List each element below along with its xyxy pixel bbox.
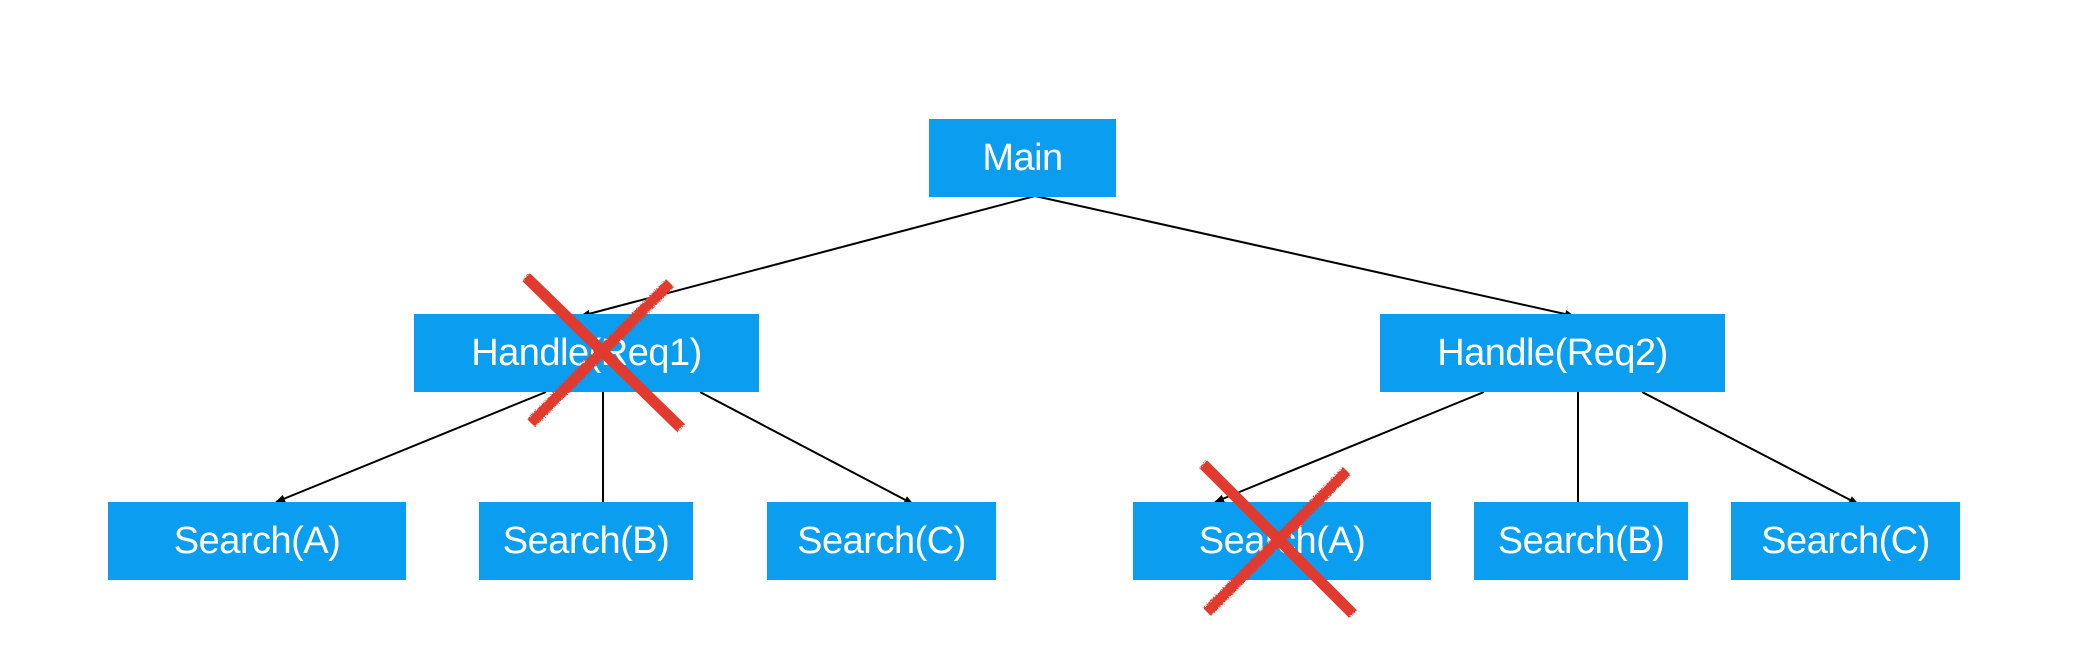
req2-search-c-node-label: Search(C) [1761,519,1930,562]
req2-search-b-node: Search(B) [1474,502,1688,580]
edge-main-to-handle-req2 [1034,195,1575,318]
req1-search-c-node: Search(C) [767,502,996,580]
handle-req1-node: Handle(Req1) [414,314,759,392]
req1-search-b-node-label: Search(B) [502,519,670,562]
req2-search-a-node-label: Search(A) [1198,519,1366,562]
req1-search-b-node: Search(B) [479,502,693,580]
req1-search-a-node: Search(A) [108,502,406,580]
req2-search-b-node-label: Search(B) [1497,519,1665,562]
edge-handle-req1-to-search-a [275,391,547,503]
edge-main-to-handle-req1 [580,195,1036,318]
main-node-label: Main [982,136,1063,179]
edge-handle-req2-to-search-a [1214,391,1485,503]
main-node: Main [929,119,1116,197]
req1-search-a-node-label: Search(A) [173,519,341,562]
edge-handle-req2-to-search-c [1641,391,1859,505]
handle-req1-node-label: Handle(Req1) [471,331,702,374]
req1-search-c-node-label: Search(C) [797,519,966,562]
req2-search-c-node: Search(C) [1731,502,1960,580]
handle-req2-node: Handle(Req2) [1380,314,1725,392]
edge-handle-req1-to-search-c [699,391,914,505]
handle-req2-node-label: Handle(Req2) [1437,331,1668,374]
req2-search-a-node: Search(A) [1133,502,1431,580]
